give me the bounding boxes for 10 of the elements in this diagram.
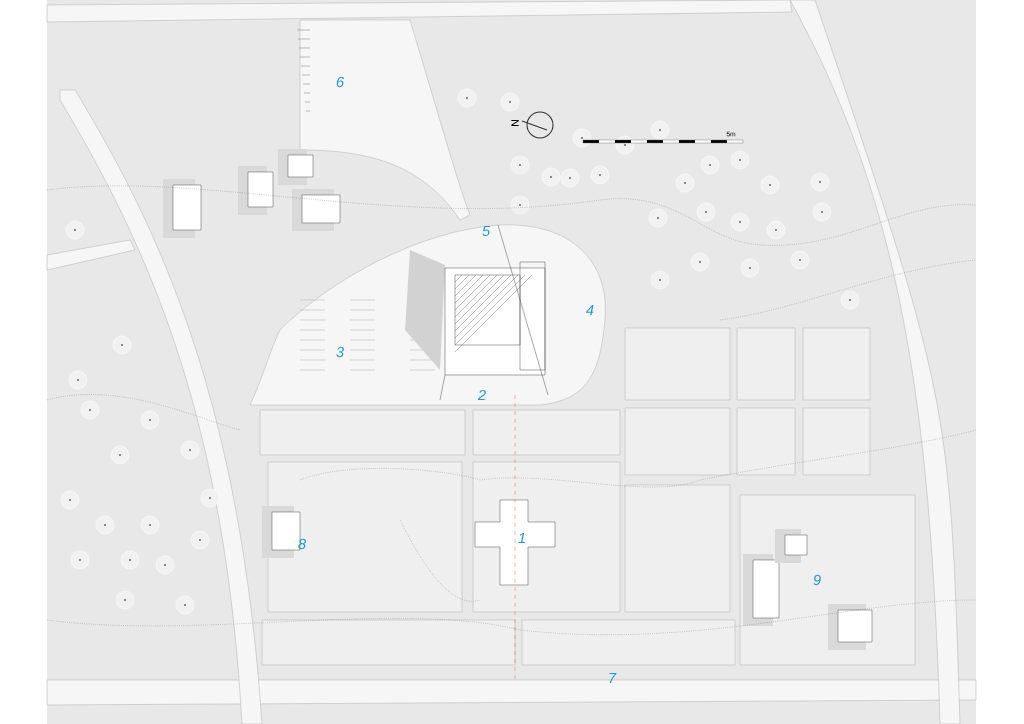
callout-number: 4 <box>586 304 594 316</box>
callout-number: 1 <box>518 532 525 544</box>
callout-number: 2 <box>477 389 486 401</box>
callout-number: 5 <box>482 225 491 237</box>
callout-number: 8 <box>298 538 306 550</box>
callout-number: 6 <box>336 76 345 88</box>
callout-number: 7 <box>609 672 617 684</box>
callout-number: 9 <box>813 574 821 586</box>
callout-number: 3 <box>336 346 344 358</box>
north-label: N <box>511 120 519 126</box>
